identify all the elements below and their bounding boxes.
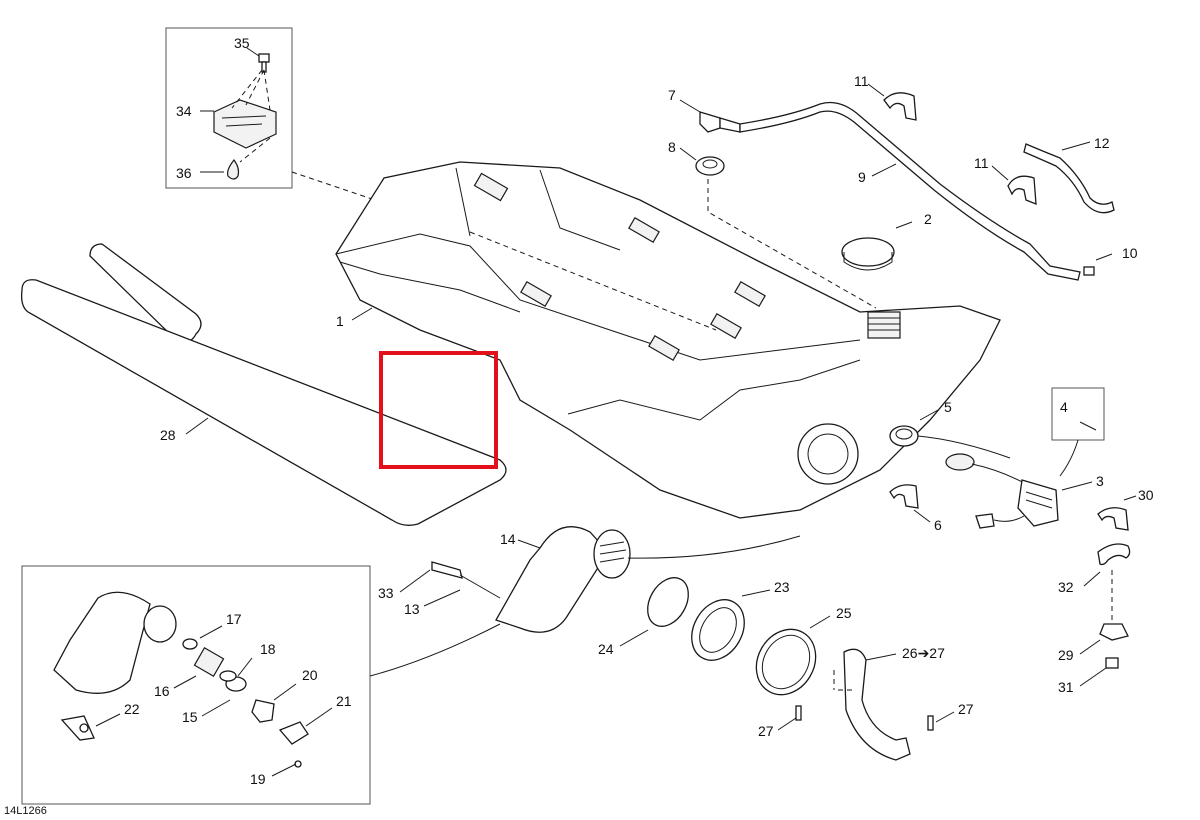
callout-12: 12	[1094, 135, 1110, 151]
callout-25: 25	[836, 605, 852, 621]
callout-2: 2	[924, 211, 932, 227]
callout-23: 23	[774, 579, 790, 595]
cap-part-2	[841, 237, 895, 271]
hose-part-9	[739, 101, 1081, 281]
callout-27-a: 27	[758, 723, 774, 739]
callout-4: 4	[1060, 399, 1068, 415]
callout-29: 29	[1058, 647, 1074, 663]
clip-part-29	[1099, 623, 1129, 641]
pin-part-27-a	[795, 705, 802, 721]
bracket-part-34	[213, 99, 277, 149]
callout-5: 5	[944, 399, 952, 415]
sender-part-3	[945, 453, 1059, 529]
callout-21: 21	[336, 693, 352, 709]
valve-part-22	[60, 715, 95, 741]
clip-part-10	[1083, 266, 1095, 276]
callout-22: 22	[124, 701, 140, 717]
pump-module-part-14	[495, 526, 631, 633]
pin-part-27-b	[927, 715, 934, 731]
callout-17: 17	[226, 611, 242, 627]
elbow-part-26	[843, 648, 911, 761]
regulator-part-20	[251, 699, 275, 723]
hose-part-12	[1023, 143, 1115, 214]
filter-part-16	[193, 647, 225, 677]
fitting-part-7	[699, 111, 741, 133]
drop-part-36	[227, 159, 240, 180]
nut-part-31	[1105, 657, 1119, 669]
callout-9: 9	[858, 169, 866, 185]
oring-part-17	[182, 638, 198, 650]
callout-20: 20	[302, 667, 318, 683]
callout-18: 18	[260, 641, 276, 657]
diagram-id-label: 14L1266	[4, 805, 47, 817]
callout-31: 31	[1058, 679, 1074, 695]
fuel-tank-part-1	[335, 161, 1001, 519]
callout-13: 13	[404, 601, 420, 617]
callout-10: 10	[1122, 245, 1138, 261]
callout-35: 35	[234, 35, 250, 51]
inset-frame-top	[165, 27, 293, 189]
plate-part-21	[278, 721, 309, 745]
callout-8: 8	[668, 139, 676, 155]
callout-1: 1	[336, 313, 344, 329]
pump-inset-detail	[53, 591, 309, 768]
callout-11-a: 11	[854, 73, 869, 89]
callout-30: 30	[1138, 487, 1154, 503]
callout-11-b: 11	[974, 155, 989, 171]
clip-part-11-b	[1007, 175, 1037, 205]
callout-36: 36	[176, 165, 192, 181]
clip-part-11-a	[883, 92, 917, 121]
callout-19: 19	[250, 771, 266, 787]
lock-ring-part-23	[691, 599, 745, 661]
callout-24: 24	[598, 641, 614, 657]
pad-part-28	[20, 243, 507, 526]
rod-part-13	[431, 561, 501, 599]
callout-28: 28	[160, 427, 176, 443]
callout-14: 14	[500, 531, 516, 547]
clip-part-30	[1097, 507, 1129, 531]
pin-part-4	[1079, 421, 1097, 431]
oring-part-15	[219, 670, 237, 682]
screw-part-35	[258, 53, 270, 73]
highlight-box	[379, 351, 498, 469]
callout-33: 33	[378, 585, 394, 601]
clip-part-6	[889, 484, 919, 509]
seal-part-24	[647, 577, 689, 627]
callout-16: 16	[154, 683, 170, 699]
callout-27-b: 27	[958, 701, 974, 717]
callout-6: 6	[934, 517, 942, 533]
callout-15: 15	[182, 709, 198, 725]
callout-3: 3	[1096, 473, 1104, 489]
grommet-part-5	[889, 425, 919, 447]
callout-32: 32	[1058, 579, 1074, 595]
callout-26: 26➔27	[902, 645, 945, 661]
hose-part-32	[1097, 543, 1131, 566]
clamp-part-25	[755, 628, 817, 696]
callout-7: 7	[668, 87, 676, 103]
grommet-part-8	[695, 156, 725, 176]
callout-34: 34	[176, 103, 192, 119]
inset-frame-bottom	[21, 565, 371, 805]
